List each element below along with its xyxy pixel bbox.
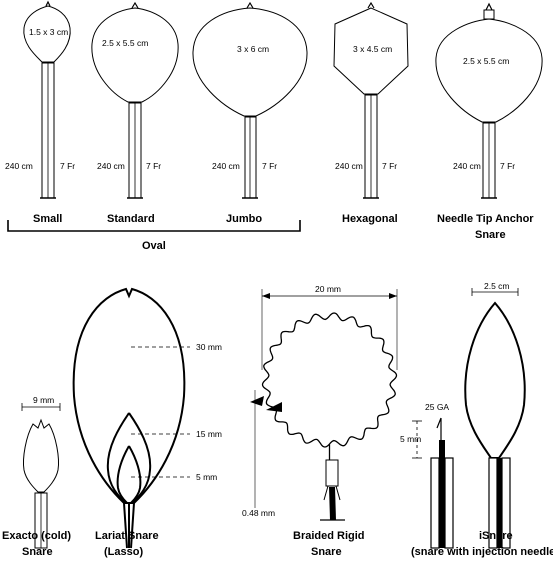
exacto-caption-line2: Snare [22,546,53,558]
lariat-dim-5: 5 mm [196,472,217,482]
isnare-width-label: 2.5 cm [484,281,510,291]
exacto-dim-label: 9 mm [33,395,54,405]
lariat-snare: 30 mm 15 mm 5 mm Lariat Snare (Lasso) [72,287,222,558]
exacto-snare: 9 mm Exacto (cold) Snare [2,395,71,558]
isnare-caption-line2: (snare with injection needle) [411,546,553,558]
braided-snare: 20 mm 0.48 mm Braided Rigid Snare [242,284,398,558]
braided-loop [261,312,398,460]
needle-tip-size-label: 2.5 x 5.5 cm [463,56,509,66]
anchor-tip [483,9,495,20]
needle-tip-caption-line1: Needle Tip Anchor [437,213,534,225]
needle-tip-length-label: 240 cm [453,161,481,171]
lariat-dim-30: 30 mm [196,342,222,352]
isnare-needle-label: 5 mm [400,434,421,444]
isnare-caption-line1: iSnare [479,530,513,542]
jumbo-size-label: 3 x 6 cm [237,44,269,54]
needle-tip-snare: 2.5 x 5.5 cm 240 cm 7 Fr Needle Tip Anch… [435,2,543,241]
braided-caption-line2: Snare [311,546,342,558]
lariat-caption-line1: Lariat Snare [95,530,159,542]
hexagonal-size-label: 3 x 4.5 cm [353,44,392,54]
lariat-caption-line2: (Lasso) [104,546,143,558]
standard-caption: Standard [107,213,155,225]
small-length-label: 240 cm [5,161,33,171]
small-caption: Small [33,213,62,225]
braided-wire-label: 0.48 mm [242,508,275,518]
jumbo-snare: 3 x 6 cm 240 cm 7 Fr Jumbo [192,1,308,225]
jumbo-fr-label: 7 Fr [262,161,277,171]
oval-group-label: Oval [142,240,166,252]
braided-width-label: 20 mm [315,284,341,294]
hexagonal-snare: 3 x 4.5 cm 240 cm 7 Fr Hexagonal [333,1,409,225]
isnare: 2.5 cm 25 GA 5 mm iSnare (snare with inj… [400,281,553,558]
standard-fr-label: 7 Fr [146,161,161,171]
small-size-label: 1.5 x 3 cm [29,27,68,37]
lariat-dim-15: 15 mm [196,429,222,439]
hexagonal-caption: Hexagonal [342,213,398,225]
jumbo-caption: Jumbo [226,213,262,225]
jumbo-length-label: 240 cm [212,161,240,171]
small-fr-label: 7 Fr [60,161,75,171]
small-snare: 1.5 x 3 cm 240 cm 7 Fr Small [5,0,75,225]
standard-size-label: 2.5 x 5.5 cm [102,38,148,48]
isnare-gauge-label: 25 GA [425,402,449,412]
standard-snare: 2.5 x 5.5 cm 240 cm 7 Fr Standard [91,1,179,225]
exacto-caption-line1: Exacto (cold) [2,530,71,542]
braided-caption-line1: Braided Rigid [293,530,365,542]
hexagonal-fr-label: 7 Fr [382,161,397,171]
hexagonal-length-label: 240 cm [335,161,363,171]
needle-tip-fr-label: 7 Fr [500,161,515,171]
standard-length-label: 240 cm [97,161,125,171]
oval-group-bracket: Oval [7,220,301,252]
needle-tip-caption-line2: Snare [475,229,506,241]
